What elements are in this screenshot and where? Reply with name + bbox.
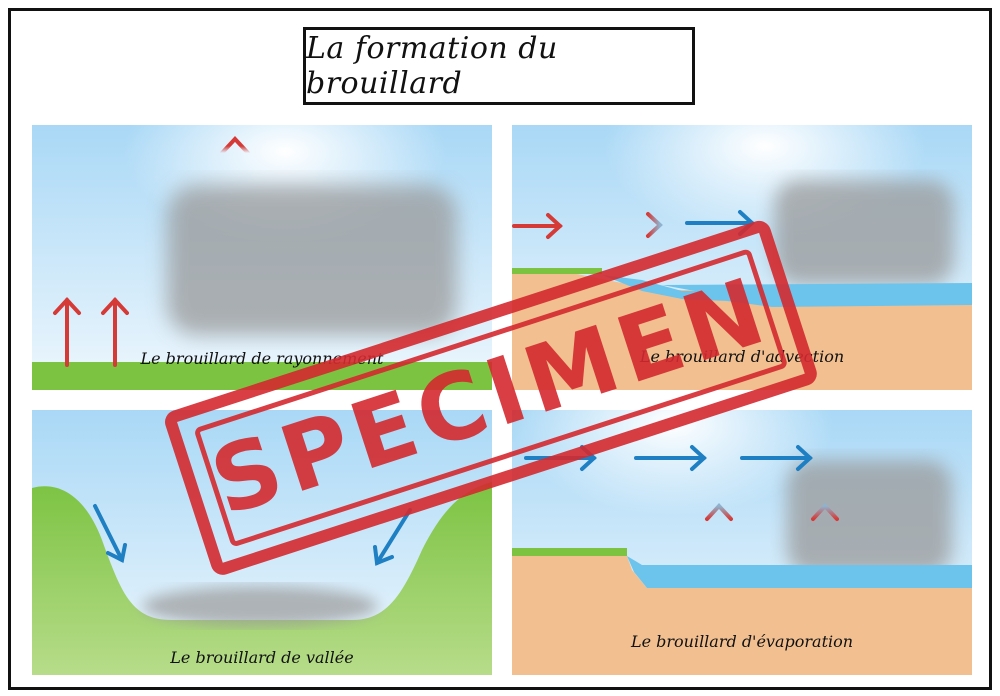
arrow-up-icon (53, 297, 81, 367)
fog-cloud-icon (167, 185, 457, 335)
panel-radiation: Le brouillard de rayonnement (32, 125, 492, 390)
arrow-up-icon (101, 297, 129, 367)
arrow-down-icon (93, 504, 127, 563)
fog-cloud-icon (774, 180, 954, 285)
valley-illustration (32, 410, 492, 675)
panel-advection: Le brouillard d'advection (512, 125, 972, 390)
panel-evaporation: Le brouillard d'évaporation (512, 410, 972, 675)
title-box: La formation du brouillard (303, 27, 695, 105)
fog-cloud-icon (787, 460, 952, 575)
page-title: La formation du brouillard (306, 31, 558, 101)
arrow-up-icon (220, 136, 250, 207)
panel-caption: Le brouillard d'advection (639, 347, 845, 366)
panel-caption: Le brouillard de vallée (170, 648, 354, 667)
panel-valley: Le brouillard de vallée (32, 410, 492, 675)
arrow-up-icon (811, 503, 839, 575)
panel-caption: Le brouillard de rayonnement (140, 349, 384, 368)
fog-cloud-icon (142, 586, 378, 626)
panel-caption: Le brouillard d'évaporation (630, 632, 854, 651)
